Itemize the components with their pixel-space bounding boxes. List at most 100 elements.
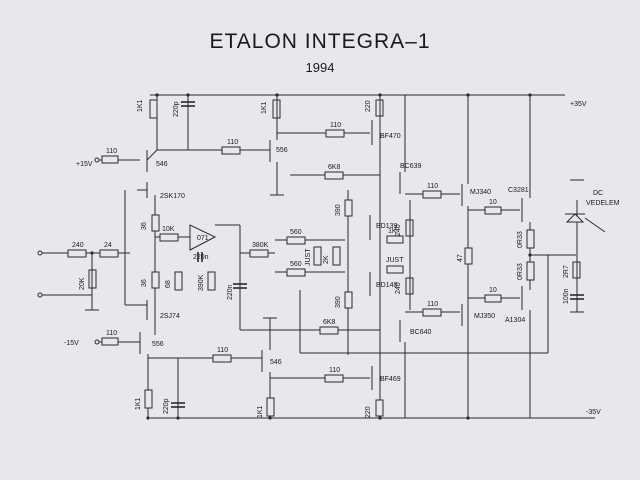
- junction: [146, 416, 150, 420]
- label: 6K8: [328, 164, 341, 171]
- label: 220p: [173, 101, 180, 117]
- label: 110: [329, 367, 340, 374]
- resistor-47: [464, 247, 473, 265]
- label: 110: [427, 301, 438, 308]
- resistor-0r33: [526, 229, 535, 249]
- label: 1K1: [257, 405, 264, 418]
- terminal: [94, 157, 100, 163]
- resistor-110: [324, 374, 344, 383]
- label: 380K: [252, 242, 269, 249]
- label: A1304: [505, 317, 525, 324]
- vedelem-label: VEDELEM: [586, 200, 620, 207]
- label: 1K: [388, 228, 397, 235]
- label: 220: [365, 406, 372, 418]
- resistor-220: [375, 399, 384, 417]
- label: 2SK170: [160, 193, 185, 200]
- label: 36: [141, 279, 148, 287]
- label: 110: [227, 139, 238, 146]
- resistor-110: [221, 146, 241, 155]
- resistor-110: [325, 129, 345, 138]
- diode: [565, 213, 585, 223]
- resistor-1k1: [149, 99, 158, 119]
- resistor-1k: [386, 235, 404, 244]
- label: 071: [197, 235, 209, 242]
- label: 556: [276, 147, 288, 154]
- junction: [268, 416, 272, 420]
- junction: [275, 93, 279, 97]
- terminal: [94, 339, 100, 345]
- resistor-390: [344, 199, 353, 217]
- resistor-110: [212, 354, 232, 363]
- resistor-560: [286, 268, 306, 277]
- label: 240: [395, 282, 402, 294]
- resistor-2k: [332, 246, 341, 266]
- input-minus15-label: -15V: [64, 340, 79, 347]
- schematic-title: ETALON INTEGRA–1: [209, 30, 431, 53]
- label: 560: [290, 261, 302, 268]
- junction: [528, 253, 532, 257]
- label: 220p: [163, 398, 170, 414]
- positive-rail-label: +35V: [570, 101, 587, 108]
- label: MJ340: [470, 189, 491, 196]
- input-terminal: [37, 250, 43, 256]
- label: 2K: [323, 255, 330, 264]
- label: 10K: [162, 226, 175, 233]
- junction: [466, 416, 470, 420]
- label: 68: [165, 280, 172, 288]
- resistor-110: [422, 190, 442, 199]
- ground-terminal: [37, 292, 43, 298]
- label: 2SJ74: [160, 313, 180, 320]
- label: 36: [141, 222, 148, 230]
- resistor-380k: [249, 249, 269, 258]
- arrow: [584, 217, 606, 233]
- opamp-071: [189, 224, 217, 251]
- negative-rail-label: -35V: [586, 409, 601, 416]
- resistor-68: [174, 271, 183, 291]
- label: 100n: [563, 288, 570, 304]
- junction: [378, 416, 382, 420]
- label: MJ350: [474, 313, 495, 320]
- resistor-390k: [207, 271, 216, 291]
- label: 546: [156, 161, 168, 168]
- label: 1K1: [137, 99, 144, 112]
- label: 390K: [198, 274, 205, 291]
- resistor-24: [99, 249, 119, 258]
- label: 1K1: [261, 101, 268, 114]
- junction: [466, 93, 470, 97]
- resistor-240: [67, 249, 87, 258]
- resistor-10k: [159, 233, 179, 242]
- label: 110: [427, 183, 438, 190]
- label: BC639: [400, 163, 422, 170]
- label: 1K1: [135, 397, 142, 410]
- label: 546: [270, 359, 282, 366]
- resistor-110: [101, 155, 119, 164]
- junction: [378, 93, 382, 97]
- label-just: JUST: [386, 257, 404, 264]
- label: 220n: [227, 284, 234, 300]
- label: 10: [489, 199, 497, 206]
- resistor-560: [286, 236, 306, 245]
- junction: [528, 93, 532, 97]
- input-plus15-label: +15V: [76, 161, 93, 168]
- resistor-0r33: [526, 261, 535, 281]
- label: 390: [335, 204, 342, 216]
- resistor-6k8: [324, 171, 344, 180]
- junction: [90, 251, 94, 255]
- label: 110: [330, 122, 341, 129]
- label: 556: [152, 341, 164, 348]
- label: 10: [489, 287, 497, 294]
- resistor-110: [101, 337, 119, 346]
- resistor-110: [422, 308, 442, 317]
- label: BF469: [380, 376, 401, 383]
- resistor-10: [484, 294, 502, 303]
- label: 220n: [193, 254, 209, 261]
- resistor-1k1: [266, 397, 275, 417]
- label: 110: [217, 347, 228, 354]
- label: C3281: [508, 187, 529, 194]
- schematic-year: 1994: [305, 60, 335, 75]
- resistor-10: [484, 206, 502, 215]
- label: 110: [106, 330, 117, 337]
- label: 0R33: [517, 263, 524, 280]
